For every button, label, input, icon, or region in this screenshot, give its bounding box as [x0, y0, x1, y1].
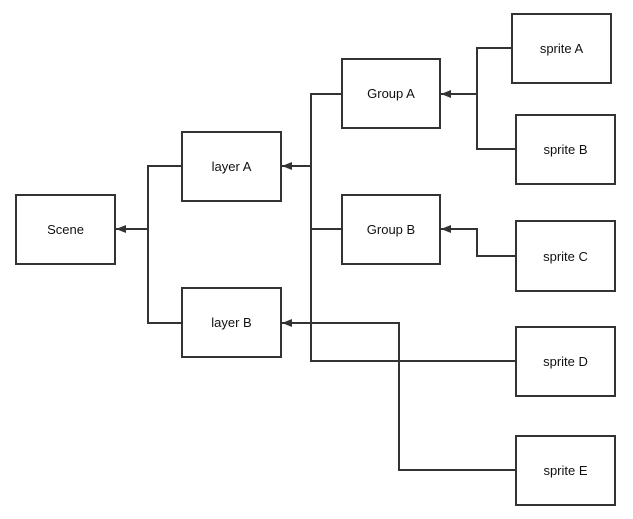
node-sprite-b-label: sprite B	[543, 142, 588, 157]
edge-sprite-b-to-group-a	[476, 94, 515, 150]
node-sprite-c-label: sprite C	[543, 248, 588, 264]
node-scene: Scene	[15, 194, 116, 265]
edge-group-a-to-layer-a	[282, 93, 341, 170]
node-group-a-label: Group A	[367, 86, 415, 101]
node-sprite-e-label: sprite E	[543, 463, 588, 478]
node-sprite-e: sprite E	[515, 435, 616, 506]
node-sprite-a-label: sprite A	[539, 41, 584, 56]
edge-group-b-to-layer-a	[310, 166, 341, 230]
edge-sprite-a-to-group-a	[441, 47, 511, 98]
node-sprite-c: sprite C	[515, 220, 616, 292]
edge-layer-b-to-scene	[147, 229, 181, 324]
node-sprite-d-label: sprite D	[543, 354, 588, 369]
edge-sprite-c-to-group-b	[441, 225, 515, 257]
node-layer-b-label: layer B	[211, 315, 252, 330]
node-scene-label: Scene	[47, 222, 84, 237]
node-group-a: Group A	[341, 58, 441, 129]
node-sprite-a: sprite A	[511, 13, 612, 84]
node-layer-b: layer B	[181, 287, 282, 358]
edge-sprite-e-to-layer-b	[282, 319, 515, 471]
node-group-b-label: Group B	[366, 222, 416, 237]
node-group-b: Group B	[341, 194, 441, 265]
node-sprite-d: sprite D	[515, 326, 616, 397]
edge-layer-a-to-scene	[116, 165, 181, 233]
node-layer-a: layer A	[181, 131, 282, 202]
edge-sprite-d-to-layer-a	[310, 229, 515, 362]
node-layer-a-label: layer A	[211, 159, 252, 174]
node-sprite-b: sprite B	[515, 114, 616, 185]
